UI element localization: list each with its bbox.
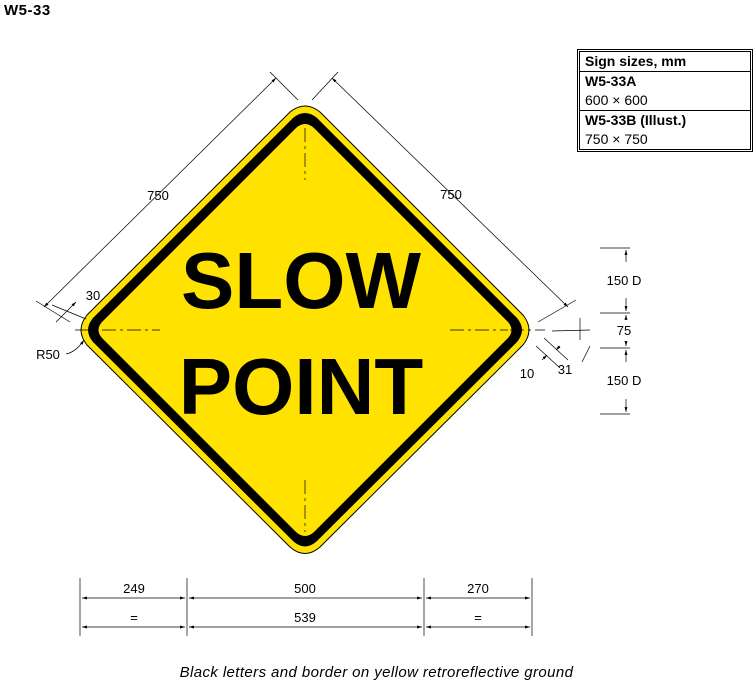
sign-sizes-table: Sign sizes, mm W5-33A 600 × 600 W5-33B (… xyxy=(577,49,753,152)
dim-width-center-label: 500 xyxy=(294,581,316,596)
dim-corner-radius xyxy=(65,339,85,355)
dim-side-left-label: 750 xyxy=(147,188,169,203)
warning-sign: SLOW POINT xyxy=(75,105,545,554)
dim-side-left xyxy=(35,71,299,323)
dim-border-inset-label: 30 xyxy=(86,288,100,303)
sizes-table-size-a: 600 × 600 xyxy=(580,91,750,111)
dim-border-width-label: 31 xyxy=(558,362,572,377)
caption: Black letters and border on yellow retro… xyxy=(179,664,574,681)
dim-edge-offset-label: 10 xyxy=(520,366,534,381)
dim-width-total-label: 539 xyxy=(294,610,316,625)
sizes-table-title: Sign sizes, mm xyxy=(580,52,750,72)
dim-line-gap-label: 75 xyxy=(617,323,631,338)
dim-width-right-label: 270 xyxy=(467,581,489,596)
dim-side-right xyxy=(311,71,577,323)
dim-corner-radius-label: R50 xyxy=(36,347,60,362)
dim-width-right-equal-label: = xyxy=(474,610,482,625)
sizes-table-model-b: W5-33B (Illust.) xyxy=(585,112,687,128)
sizes-table-size-b: 750 × 750 xyxy=(585,131,648,147)
sign-legend-line2: POINT xyxy=(179,342,424,431)
dim-width-left-label: 249 xyxy=(123,581,145,596)
dim-side-right-label: 750 xyxy=(440,187,462,202)
dim-legend-heights xyxy=(600,247,630,415)
sheet-id: W5-33 xyxy=(4,2,51,19)
sign-inner-ground xyxy=(98,124,512,536)
dim-line-height-lower-label: 150 D xyxy=(607,373,642,388)
sign-legend-line1: SLOW xyxy=(181,236,421,325)
dim-line-height-upper-label: 150 D xyxy=(607,273,642,288)
centre-lines xyxy=(75,128,545,532)
dim-widths xyxy=(79,578,533,636)
dim-edge-offsets xyxy=(535,318,591,369)
sizes-table-model-a: W5-33A xyxy=(585,73,637,89)
dim-width-left-equal-label: = xyxy=(130,610,138,625)
